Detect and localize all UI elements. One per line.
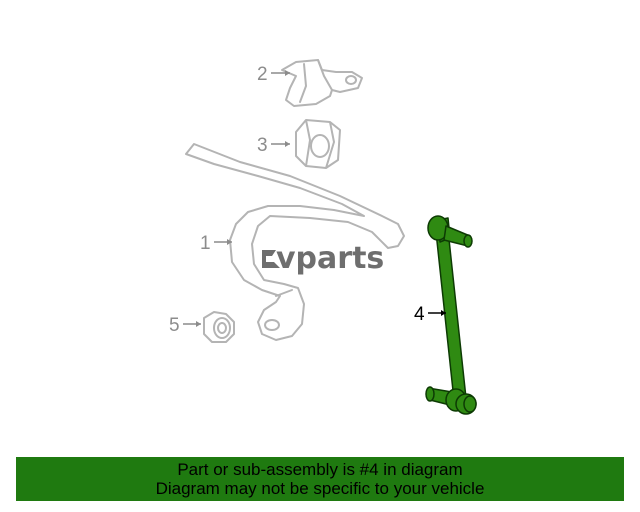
bushing-part[interactable]	[295, 119, 341, 169]
info-banner: Part or sub-assembly is #4 in diagram Di…	[16, 457, 624, 501]
callout-4-arrowhead	[441, 310, 446, 316]
callout-4: 4	[414, 304, 425, 325]
stabilizer-link-part[interactable]	[425, 215, 477, 415]
vparts-logo: vparts	[262, 241, 384, 276]
callout-1-arrowhead	[227, 239, 232, 245]
logo-text: vparts	[276, 241, 384, 276]
callout-5: 5	[169, 315, 180, 336]
logo-mark	[262, 250, 280, 268]
info-banner-line-1: Part or sub-assembly is #4 in diagram	[177, 460, 463, 479]
callout-3: 3	[257, 135, 268, 156]
stabilizer-bar-part[interactable]	[185, 143, 405, 341]
callout-3-arrowhead	[285, 141, 290, 147]
bracket-part[interactable]	[281, 59, 363, 107]
callout-2: 2	[257, 64, 268, 85]
nut-part[interactable]	[203, 311, 235, 343]
callout-5-arrowhead	[196, 321, 201, 327]
callout-1: 1	[200, 233, 211, 254]
callout-2-arrowhead	[285, 70, 290, 76]
info-banner-line-2: Diagram may not be specific to your vehi…	[155, 479, 485, 498]
